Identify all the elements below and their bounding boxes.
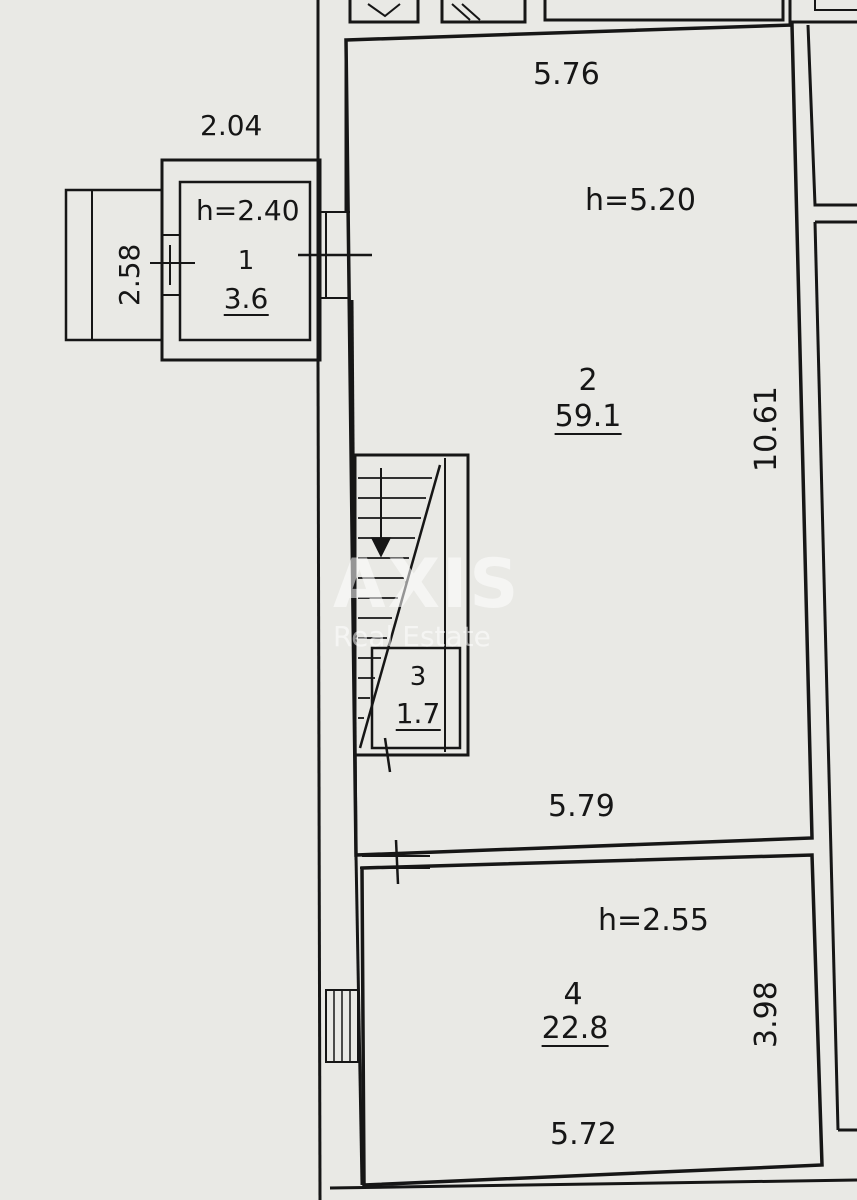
right-neighbour-upper xyxy=(806,24,857,207)
room1-length-dimension: 2.58 xyxy=(113,243,146,306)
door-tick-room4 xyxy=(394,839,400,885)
room3-number: 3 xyxy=(409,662,427,692)
bottom-wall xyxy=(329,1178,857,1190)
room1-number: 1 xyxy=(237,246,255,276)
stair-diagonal xyxy=(358,464,442,749)
top-fixture-left xyxy=(348,0,420,24)
top-fixture-icon-a xyxy=(367,3,401,18)
room2-top-width-dimension: 5.76 xyxy=(533,57,600,92)
top-right-wall xyxy=(788,0,857,24)
room4-bottom-width-dimension: 5.72 xyxy=(550,1117,617,1152)
room4-height: h=2.55 xyxy=(598,903,709,938)
room4-number: 4 xyxy=(563,977,583,1012)
room4-length-dimension: 3.98 xyxy=(749,981,784,1048)
room2-area: 59.1 xyxy=(554,399,622,435)
room1-area: 3.6 xyxy=(223,282,269,316)
room2-height: h=5.20 xyxy=(585,183,696,218)
room4-walls xyxy=(360,853,824,1187)
room2-walls xyxy=(344,23,814,857)
room4-area: 22.8 xyxy=(541,1011,609,1047)
room1-inner xyxy=(178,180,312,342)
top-fixture-icon-b xyxy=(451,3,481,21)
watermark-subtitle: Real Estate xyxy=(333,620,491,653)
room2-number: 2 xyxy=(578,363,598,398)
staircase-outer xyxy=(353,453,470,757)
top-fixture-mid xyxy=(440,0,527,24)
watermark-brand: AXIS xyxy=(333,545,521,624)
top-fixture-right xyxy=(543,0,785,22)
porch xyxy=(64,188,164,342)
room3-box xyxy=(370,646,462,750)
room1-height: h=2.40 xyxy=(196,194,300,227)
room2-bottom-width-dimension: 5.79 xyxy=(548,789,615,824)
room2-length-dimension: 10.61 xyxy=(749,386,784,472)
room3-area: 1.7 xyxy=(395,697,441,731)
room1-width-dimension: 2.04 xyxy=(200,109,263,142)
